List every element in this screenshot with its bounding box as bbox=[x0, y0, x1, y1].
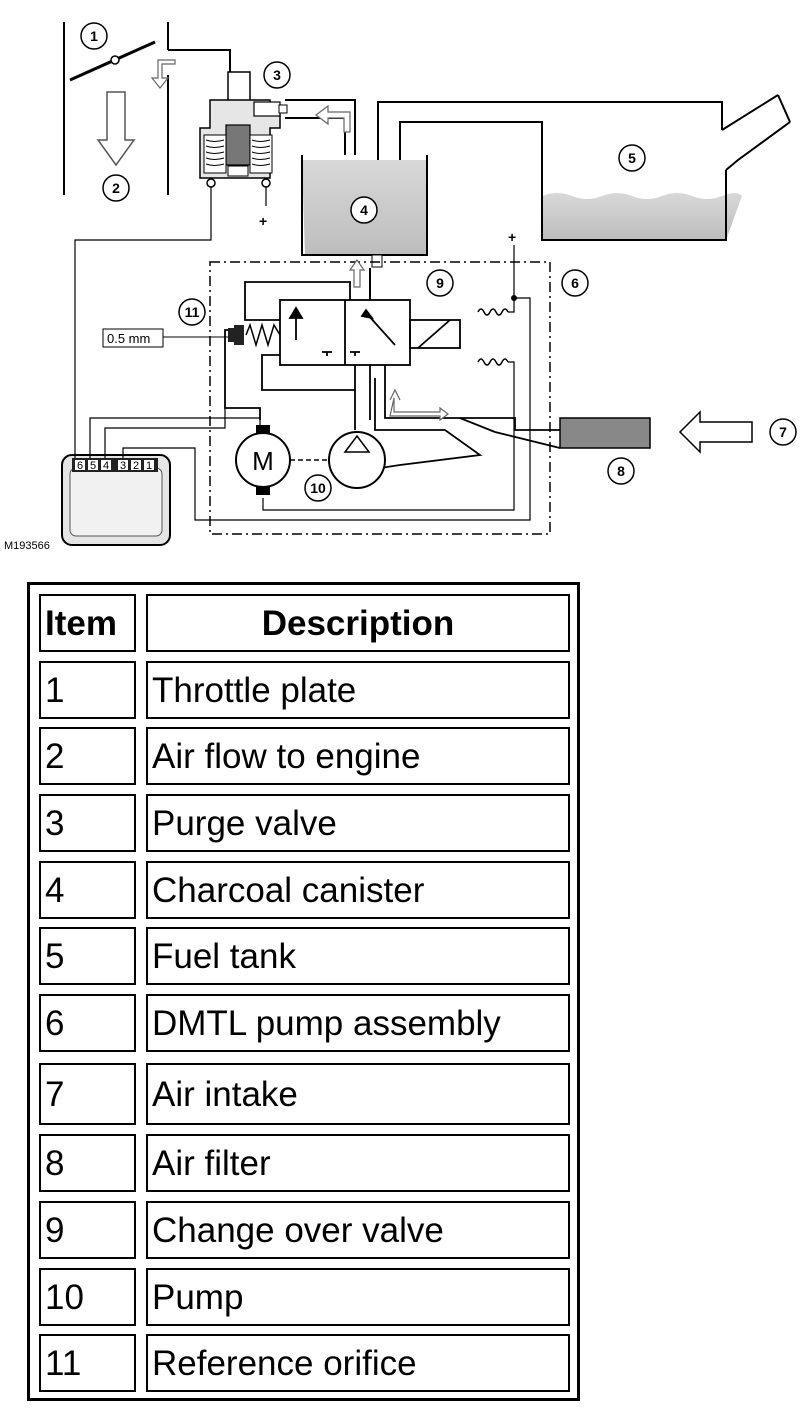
pump-motor bbox=[235, 425, 330, 495]
canister-to-tank-pipe-inner bbox=[399, 121, 543, 190]
ecu-module bbox=[61, 454, 171, 546]
change-over-valve bbox=[279, 299, 461, 366]
purge-to-canister-pipe bbox=[285, 99, 356, 155]
heater-coil-lower bbox=[477, 358, 509, 366]
legend-row-item: 9 bbox=[39, 1201, 136, 1259]
intake-to-purge-pipe bbox=[168, 49, 231, 75]
callout-3: 3 bbox=[273, 67, 281, 83]
heater-ground-wire bbox=[225, 297, 531, 521]
callout-markers bbox=[80, 22, 797, 502]
airflow-down-arrow bbox=[96, 91, 136, 167]
callout-6: 6 bbox=[571, 275, 579, 291]
legend-row-item: 8 bbox=[39, 1134, 136, 1192]
orifice-size-label: 0.5 mm bbox=[107, 331, 150, 346]
legend-row-description: Charcoal canister bbox=[146, 861, 570, 919]
intake-duct bbox=[63, 22, 169, 195]
intake-return-arrow bbox=[389, 388, 449, 422]
evap-system-diagram: + bbox=[4, 22, 797, 552]
purge-valve-plus-sign: + bbox=[259, 213, 267, 229]
connector-pin-1: 1 bbox=[146, 460, 152, 472]
callout-7: 7 bbox=[779, 424, 787, 440]
purge-valve-body bbox=[199, 71, 288, 188]
legend-row-description: Air flow to engine bbox=[146, 727, 570, 785]
legend-row-description: Reference orifice bbox=[146, 1334, 570, 1392]
callout-11: 11 bbox=[185, 304, 200, 320]
callout-1: 1 bbox=[90, 28, 98, 44]
legend-row-item: 6 bbox=[39, 994, 136, 1052]
legend-row-description: Fuel tank bbox=[146, 927, 570, 985]
canister-to-tank-pipe-outer bbox=[377, 101, 723, 160]
airflow-up-arrow bbox=[348, 258, 366, 288]
legend-row-description: Throttle plate bbox=[146, 661, 570, 719]
fuel-tank bbox=[541, 94, 791, 241]
heater-wire bbox=[508, 245, 515, 313]
legend-row-item: 3 bbox=[39, 794, 136, 852]
callout-10: 10 bbox=[310, 480, 326, 496]
legend-header-item: Item bbox=[39, 594, 136, 652]
heater-lower-wire bbox=[262, 361, 515, 511]
legend-row-description: DMTL pump assembly bbox=[146, 994, 570, 1052]
legend-row-item: 11 bbox=[39, 1334, 136, 1392]
motor-label: M bbox=[252, 446, 274, 476]
legend-row-item: 2 bbox=[39, 727, 136, 785]
legend-row-item: 10 bbox=[39, 1268, 136, 1326]
legend-row-description: Change over valve bbox=[146, 1201, 570, 1259]
dmtl-assembly-boundary bbox=[209, 261, 551, 535]
vapour-into-intake-arrow bbox=[150, 59, 176, 89]
callout-9: 9 bbox=[436, 275, 444, 291]
connector-pin-6: 6 bbox=[77, 460, 83, 472]
pump-symbol bbox=[328, 431, 386, 489]
heater-plus-sign: + bbox=[508, 229, 516, 245]
air-intake-arrow bbox=[678, 410, 753, 454]
legend-row-item: 5 bbox=[39, 927, 136, 985]
legend-table: Item Description 1 Throttle plate 2 Air … bbox=[27, 582, 580, 1401]
legend-row-item: 7 bbox=[39, 1063, 136, 1125]
legend-header-description: Description bbox=[146, 594, 570, 652]
connector-pin-2: 2 bbox=[133, 460, 139, 472]
legend-row-description: Air intake bbox=[146, 1063, 570, 1125]
callout-8: 8 bbox=[617, 463, 625, 479]
heater-coil-upper bbox=[477, 308, 509, 316]
connector-pin-3: 3 bbox=[120, 460, 126, 472]
vapour-to-purge-arrow bbox=[315, 104, 351, 133]
throttle-plate bbox=[69, 40, 156, 82]
connector-pin-4: 4 bbox=[103, 460, 109, 472]
figure-id: M193566 bbox=[4, 540, 50, 552]
legend-row-description: Air filter bbox=[146, 1134, 570, 1192]
callout-4: 4 bbox=[360, 202, 368, 218]
callout-5: 5 bbox=[628, 150, 636, 166]
legend-row-item: 1 bbox=[39, 661, 136, 719]
purge-to-canister-pipe-inner bbox=[285, 117, 346, 155]
air-filter bbox=[559, 417, 651, 449]
callout-2: 2 bbox=[112, 180, 120, 196]
connector-pin-5: 5 bbox=[90, 460, 96, 472]
legend-row-item: 4 bbox=[39, 861, 136, 919]
reference-orifice bbox=[102, 322, 281, 348]
legend-row-description: Pump bbox=[146, 1268, 570, 1326]
legend-row-description: Purge valve bbox=[146, 794, 570, 852]
ecu-wiring bbox=[74, 187, 261, 521]
